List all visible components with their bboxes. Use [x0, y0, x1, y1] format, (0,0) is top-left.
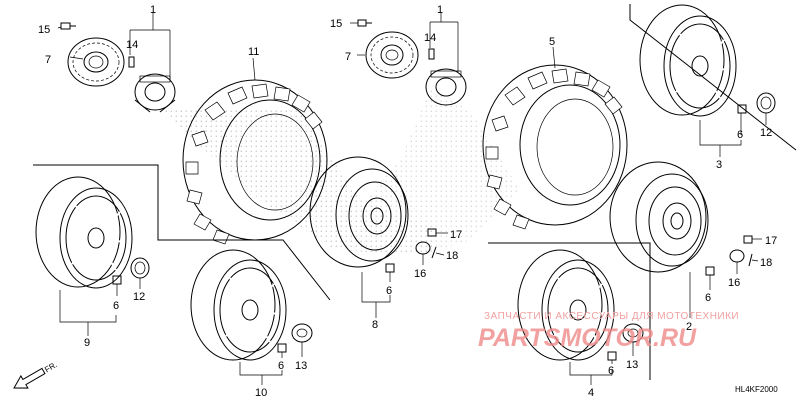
callout-7: 7	[345, 51, 351, 63]
callout-6: 6	[737, 129, 743, 141]
bolt-15-center	[357, 19, 372, 27]
callout-13: 13	[295, 360, 307, 372]
brake-disc-center	[365, 31, 419, 79]
callouts: 15 1 7 14 11 15 1 7 14 5 6 12 3 17 18 16…	[38, 4, 777, 399]
callout-13: 13	[626, 359, 638, 371]
tire-11	[182, 79, 328, 245]
callout-6: 6	[705, 292, 711, 304]
steel-wheel-8	[309, 156, 409, 268]
tire-5	[482, 64, 628, 230]
alloy-wheel-3	[639, 4, 737, 117]
hub-left	[134, 73, 176, 113]
alloy-wheel-4	[517, 249, 615, 361]
callout-9: 9	[84, 337, 90, 349]
brake-disc-left	[67, 37, 125, 87]
callout-6: 6	[113, 300, 119, 312]
bolt-15-left	[60, 22, 76, 30]
callout-1: 1	[437, 4, 443, 16]
alloy-wheel-10	[190, 249, 287, 361]
projection-shading-right	[360, 90, 520, 250]
callout-6: 6	[608, 365, 614, 377]
steel-wheel-2	[609, 161, 709, 273]
group-boundaries	[33, 4, 797, 380]
callout-17: 17	[450, 229, 462, 241]
callout-4: 4	[588, 387, 594, 399]
callout-15: 15	[330, 18, 342, 30]
leader-lines	[57, 13, 767, 385]
callout-8: 8	[372, 319, 378, 331]
callout-18: 18	[446, 250, 458, 262]
callout-3: 3	[716, 159, 722, 171]
callout-11: 11	[248, 46, 259, 58]
callout-10: 10	[255, 387, 267, 399]
callout-2: 2	[686, 321, 692, 333]
diagram-code: HL4KF2000	[735, 385, 778, 394]
front-direction-arrow: FR.	[13, 360, 59, 389]
callout-14: 14	[424, 32, 436, 44]
cap-16-17-18-right	[729, 235, 753, 267]
stud-14-left	[128, 56, 135, 68]
wheel-nut-6-bottom	[277, 343, 287, 353]
callout-6: 6	[386, 285, 392, 297]
callout-1: 1	[150, 4, 156, 16]
wheel-nut-6-center	[385, 263, 395, 273]
callout-6: 6	[278, 360, 284, 372]
callout-16: 16	[414, 268, 426, 280]
wheel-nut-6-top-right	[737, 104, 747, 114]
hub-cap-13-bottom	[291, 323, 313, 343]
callout-16: 16	[728, 277, 740, 289]
hub-center	[425, 68, 467, 106]
center-cap-12-left	[130, 257, 150, 279]
projection-shading-left	[160, 110, 440, 255]
callout-5: 5	[549, 36, 555, 48]
wheel-nut-6-bottom-right	[607, 351, 617, 361]
callout-15: 15	[38, 24, 50, 36]
center-cap-12-top-right	[756, 92, 776, 114]
callout-18: 18	[760, 257, 772, 269]
wheel-nut-6-left	[112, 275, 122, 285]
watermark-line1: ЗАПЧАСТИ И АКСЕССУАРЫ ДЛЯ МОТОТЕХНИКИ	[484, 311, 739, 322]
callout-7: 7	[45, 54, 51, 66]
alloy-wheel-9	[35, 176, 133, 289]
wheel-nut-6-right-steel	[705, 266, 715, 276]
callout-17: 17	[765, 235, 777, 247]
callout-14: 14	[126, 39, 138, 51]
front-arrow-label: FR.	[43, 360, 59, 374]
callout-12: 12	[133, 291, 145, 303]
callout-12: 12	[760, 127, 772, 139]
watermark-line2: PARTSMOTOR.RU	[478, 324, 697, 352]
stud-14-center	[428, 48, 435, 60]
